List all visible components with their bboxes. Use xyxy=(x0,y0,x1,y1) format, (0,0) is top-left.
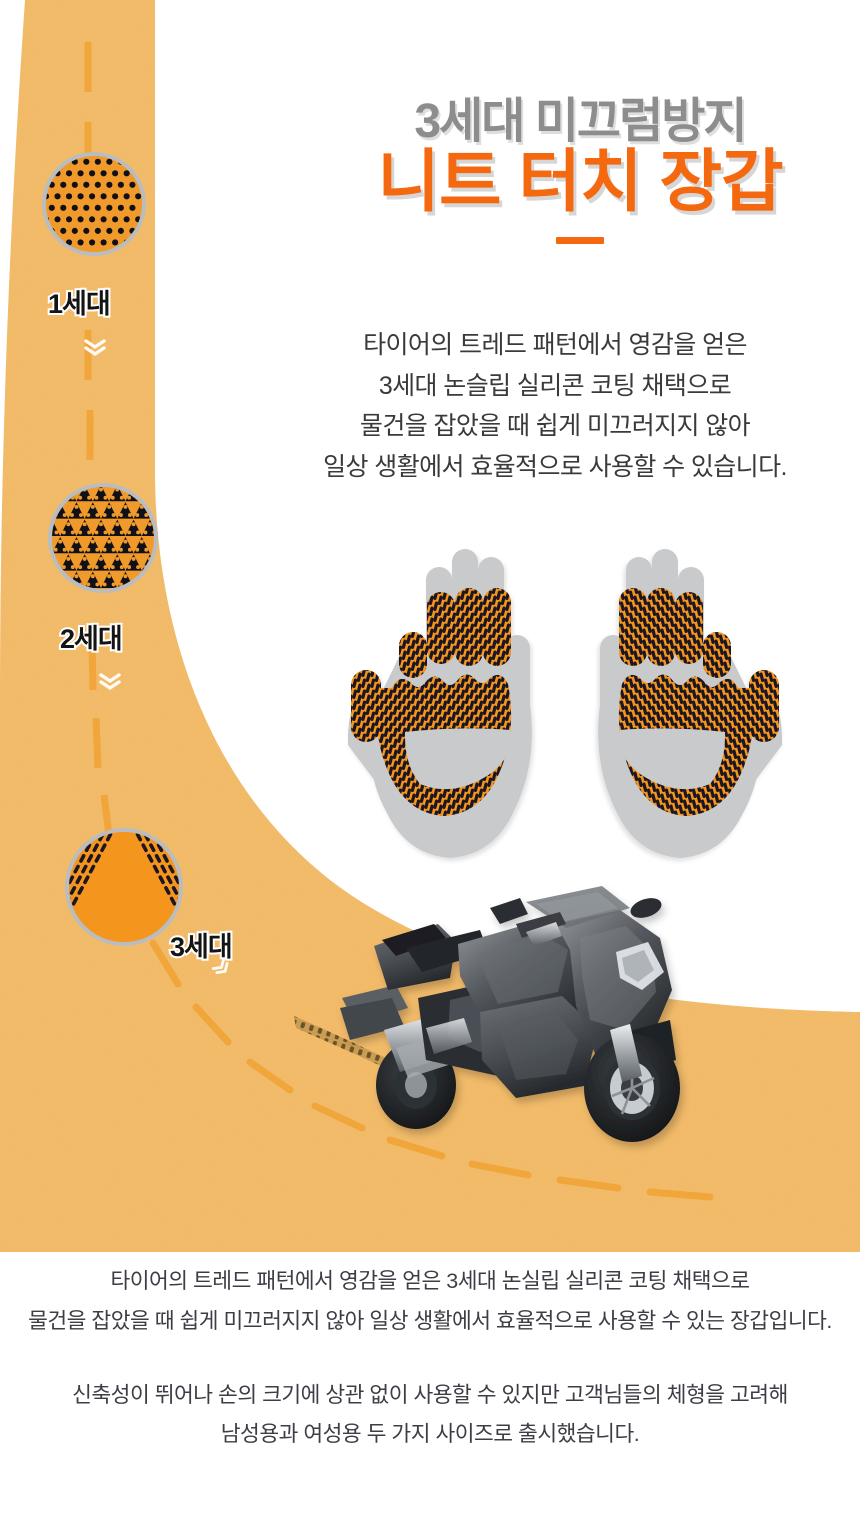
left-thumb-patch xyxy=(351,670,381,742)
right-mirror xyxy=(630,898,662,918)
rider-seat xyxy=(406,930,488,972)
right-index-patch xyxy=(619,588,647,666)
footer-p1-line-1: 타이어의 트레드 패턴에서 영감을 얻은 3세대 논실립 실리콘 코팅 채택으로 xyxy=(110,1269,750,1293)
generation-1-label: 1세대 xyxy=(46,287,113,321)
intro-line-1: 타이어의 트레드 패턴에서 영감을 얻은 xyxy=(363,331,747,359)
generation-2-sample xyxy=(48,483,158,593)
front-wheel xyxy=(584,1034,680,1142)
triangle-pattern-icon xyxy=(52,487,154,589)
front-fork xyxy=(610,1024,642,1082)
headline-title: 니트 터치 장갑 xyxy=(377,143,783,220)
footer-p2-line-1: 신축성이 뛰어나 손의 크기에 상관 없이 사용할 수 있지만 고객님들의 체형… xyxy=(72,1382,788,1407)
road-surface xyxy=(0,0,860,1252)
left-middle-patch xyxy=(455,588,483,666)
left-ring-patch xyxy=(427,592,455,664)
intro-line-3: 물건을 잡았을 때 쉽게 미끄러지지 않아 xyxy=(359,412,751,440)
left-palm-hollow xyxy=(404,728,511,790)
motorcycle-illustration xyxy=(340,886,680,1142)
footer-p1-line-2: 물건을 잡았을 때 쉽게 미끄러지지 않아 일상 생활에서 효율적으로 사용할 … xyxy=(28,1308,832,1333)
chevron-down-icon-3 xyxy=(211,957,229,975)
left-mirror xyxy=(490,898,528,924)
intro-line-2: 3세대 논슬립 실리콘 코팅 채택으로 xyxy=(378,371,732,400)
footer-paragraph-2: 신축성이 뛰어나 손의 크기에 상관 없이 사용할 수 있지만 고객님들의 체형… xyxy=(0,1376,860,1456)
left-glove xyxy=(347,549,532,858)
generation-2-label: 2세대 xyxy=(58,622,125,656)
intro-line-4: 일상 생활에서 효율적으로 사용할 수 있습니다. xyxy=(323,452,787,481)
chevron-down-icon-2 xyxy=(99,673,121,690)
motorcycle-body-group xyxy=(340,886,680,1142)
right-palm-hollow xyxy=(619,728,726,790)
right-thumb-patch xyxy=(749,670,779,742)
footer-copy-block: 타이어의 트레드 패턴에서 영감을 얻은 3세대 논실립 실리콘 코팅 채택으로… xyxy=(0,1262,860,1455)
generation-1-sample xyxy=(42,152,146,256)
headline-rule xyxy=(556,237,604,245)
headline-block: 3세대 미끄럼방지 니트 터치 장갑 xyxy=(300,95,860,245)
right-middle-patch xyxy=(647,588,675,666)
herringbone-pattern-icon xyxy=(69,832,179,942)
right-pinky-patch xyxy=(703,632,731,678)
headline-subtitle: 3세대 미끄럼방지 xyxy=(414,95,747,148)
footer-p2-line-2: 남성용과 여성용 두 가지 사이즈로 출시했습니다. xyxy=(220,1422,640,1447)
left-pinky-patch xyxy=(399,632,427,678)
gloves-illustration xyxy=(347,549,783,858)
chevron-down-icon-1 xyxy=(84,339,106,356)
intro-paragraph: 타이어의 트레드 패턴에서 영감을 얻은 3세대 논슬립 실리콘 코팅 채택으로… xyxy=(250,325,860,487)
generation-3-sample xyxy=(65,828,183,946)
hero-illustration-area: 1세대 xyxy=(0,0,860,1252)
left-index-patch xyxy=(483,588,511,666)
dot-pattern-icon xyxy=(46,156,142,252)
footer-paragraph-1: 타이어의 트레드 패턴에서 영감을 얻은 3세대 논실립 실리콘 코팅 채택으로… xyxy=(0,1262,860,1342)
right-glove xyxy=(598,549,783,858)
right-ring-patch xyxy=(675,592,703,664)
